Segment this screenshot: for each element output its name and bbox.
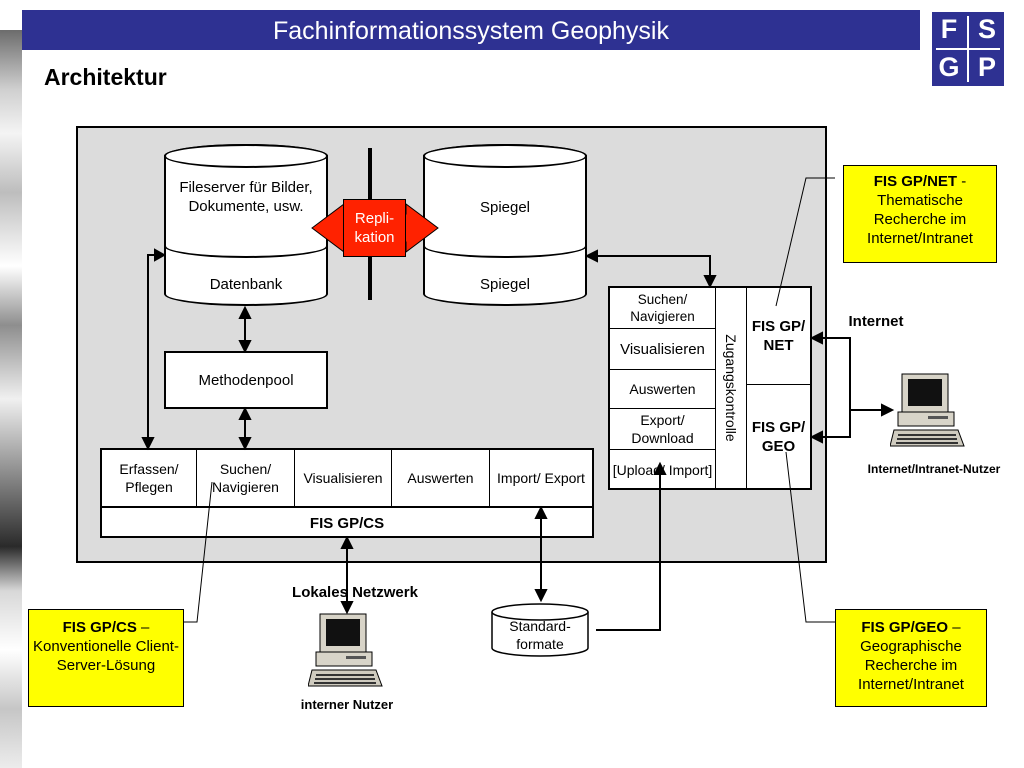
page-title-bar: Fachinformationssystem Geophysik [22, 10, 920, 50]
cs-module-box: Erfassen/ Pflegen Suchen/ Navigieren Vis… [100, 448, 594, 538]
database-left-cap [164, 144, 328, 168]
cs-module-label: FIS GP/CS [309, 514, 385, 532]
net-geo-column: FIS GP/ NET FIS GP/ GEO [747, 288, 810, 488]
callout-geo: FIS GP/GEO – Geographische Recherche im … [835, 609, 987, 707]
replication-text: Repli-kation [354, 210, 395, 246]
left-decorative-bar [0, 30, 22, 768]
cs-cell-suchen: Suchen/ Navigieren [197, 450, 295, 506]
database-right-divider [423, 234, 587, 258]
internal-user-computer-icon [308, 613, 383, 687]
geo-module-label: FIS GP/ GEO [751, 418, 806, 455]
methodenpool-box: Methodenpool [164, 351, 328, 409]
section-heading: Architektur [44, 64, 167, 90]
net-module-label: FIS GP/ NET [747, 288, 810, 385]
callout-net-sep: - [957, 173, 967, 190]
callout-cs: FIS GP/CS – Konventionelle Client-Server… [28, 609, 184, 707]
net-cell-suchen: Suchen/ Navigieren [610, 288, 715, 329]
cs-cell-visualisieren: Visualisieren [295, 450, 392, 506]
net-cell-visualisieren: Visualisieren [610, 329, 715, 370]
cs-function-row: Erfassen/ Pflegen Suchen/ Navigieren Vis… [102, 450, 592, 508]
callout-net-title: FIS GP/NET [873, 173, 958, 190]
database-left-bottom [164, 258, 328, 306]
standard-formats-label: Standard-formate [509, 618, 571, 652]
callout-geo-text: Geographische Recherche im Internet/Intr… [858, 638, 964, 693]
methodenpool-label: Methodenpool [198, 371, 294, 389]
local-network-label: Lokales Netzwerk [292, 584, 418, 601]
spiegel-top-label: Spiegel [479, 199, 531, 216]
callout-geo-sep: – [948, 619, 961, 636]
cs-cell-erfassen: Erfassen/ Pflegen [102, 450, 197, 506]
spiegel-bottom-label: Spiegel [479, 276, 531, 293]
net-cell-auswerten: Auswerten [610, 370, 715, 409]
cs-cell-import-export: Import/ Export [497, 470, 585, 486]
replication-label: Repli-kation [343, 199, 406, 257]
callout-net-text: Thematische Recherche im Internet/Intran… [867, 192, 973, 247]
callout-cs-sep: – [136, 619, 150, 636]
logo-letter-g: G [938, 52, 960, 82]
callout-net: FIS GP/NET - Thematische Recherche im In… [843, 165, 997, 263]
page-title: Fachinformationssystem Geophysik [273, 17, 669, 45]
fisgp-logo: F S G P [932, 12, 1004, 86]
datenbank-label: Datenbank [209, 276, 283, 293]
logo-letter-s: S [977, 14, 996, 44]
internal-user-label: interner Nutzer [300, 697, 394, 712]
net-function-column: Suchen/ Navigieren Visualisieren Auswert… [610, 288, 716, 488]
zugangskontrolle-column: Zugangskontrolle [716, 288, 747, 488]
logo-letter-f: F [940, 14, 958, 44]
logo-divider-horizontal [936, 48, 1000, 50]
logo-letter-p: P [977, 52, 996, 82]
internet-user-label: Internet/Intranet-Nutzer [867, 462, 1001, 476]
zugangskontrolle-label: Zugangskontrolle [723, 334, 739, 442]
net-cell-upload: [Upload/ Import] [612, 461, 713, 478]
database-left-divider [164, 234, 328, 258]
callout-cs-title: FIS GP/CS [62, 619, 137, 636]
fileserver-label: Fileserver für Bilder, Dokumente, usw. [179, 179, 313, 215]
cs-cell-auswerten: Auswerten [392, 450, 490, 506]
net-module-box: Suchen/ Navigieren Visualisieren Auswert… [608, 286, 812, 490]
internet-user-computer-icon [890, 373, 965, 447]
callout-cs-text: Konventionelle Client-Server-Lösung [33, 638, 179, 674]
internet-label: Internet [848, 313, 904, 330]
database-right-cap [423, 144, 587, 168]
callout-geo-title: FIS GP/GEO [861, 619, 949, 636]
net-cell-export: Export/ Download [610, 409, 715, 450]
database-right-bottom [423, 258, 587, 306]
